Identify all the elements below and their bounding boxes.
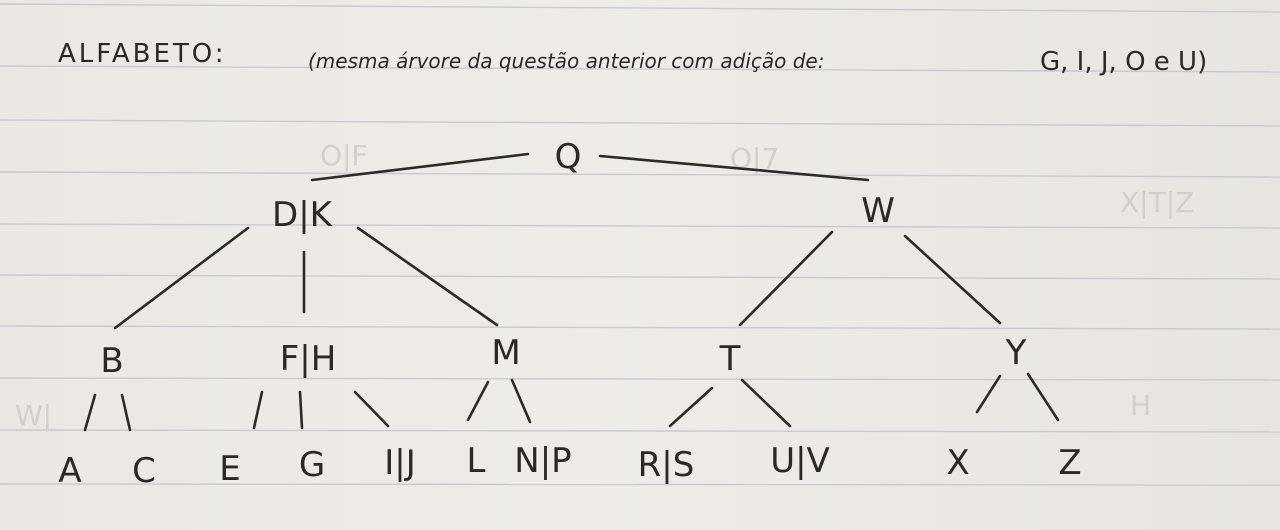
leaf-l: L <box>467 441 486 481</box>
node-m: M <box>491 333 520 373</box>
svg-text:W|: W| <box>15 399 52 432</box>
svg-text:X|T|Z: X|T|Z <box>1120 186 1194 219</box>
edge-fh-g <box>298 390 304 430</box>
tree-edges <box>83 152 1060 432</box>
bleed-through-marks: O|F O|7 X|T|Z W| H <box>15 139 1194 432</box>
edge-t-rs <box>668 386 714 428</box>
leaf-g: G <box>299 445 325 485</box>
node-fh: F|H <box>280 339 337 379</box>
leaf-uv: U|V <box>770 441 830 481</box>
leaf-np: N|P <box>514 441 571 481</box>
header: ALFABETO: (mesma árvore da questão anter… <box>58 39 1207 77</box>
leaf-ij: I|J <box>384 443 416 483</box>
leaf-rs: R|S <box>638 445 695 485</box>
edge-dk-m <box>356 226 499 327</box>
edge-t-uv <box>740 378 792 428</box>
node-b: B <box>100 341 123 381</box>
edge-m-np <box>510 378 532 424</box>
edge-dk-b <box>113 226 250 330</box>
node-y: Y <box>1005 333 1027 373</box>
edge-q-w <box>598 154 870 182</box>
header-added-letters: G, I, J, O e U) <box>1040 47 1207 77</box>
edge-fh-ij <box>353 390 390 428</box>
edge-b-c <box>120 393 132 432</box>
node-t: T <box>719 339 741 379</box>
ruled-lines <box>0 3 1280 486</box>
edge-fh-e <box>252 390 264 430</box>
edge-b-a <box>83 393 97 432</box>
leaf-c: C <box>132 451 156 491</box>
edge-w-y <box>903 234 1002 325</box>
svg-text:O|F: O|F <box>320 139 368 172</box>
node-w: W <box>861 191 895 231</box>
edge-q-dk <box>310 152 530 182</box>
edge-y-x <box>975 374 1002 414</box>
header-note: (mesma árvore da questão anterior com ad… <box>308 49 824 73</box>
edge-y-z <box>1026 372 1060 422</box>
node-root: Q <box>555 137 582 177</box>
leaf-e: E <box>219 449 240 489</box>
edge-m-l <box>466 380 490 422</box>
edge-w-t <box>738 230 834 327</box>
leaf-a: A <box>58 451 81 491</box>
leaf-z: Z <box>1058 443 1081 483</box>
header-title: ALFABETO: <box>58 39 227 69</box>
leaf-x: X <box>946 443 969 483</box>
node-dk: D|K <box>272 195 334 235</box>
svg-text:H: H <box>1130 389 1151 422</box>
